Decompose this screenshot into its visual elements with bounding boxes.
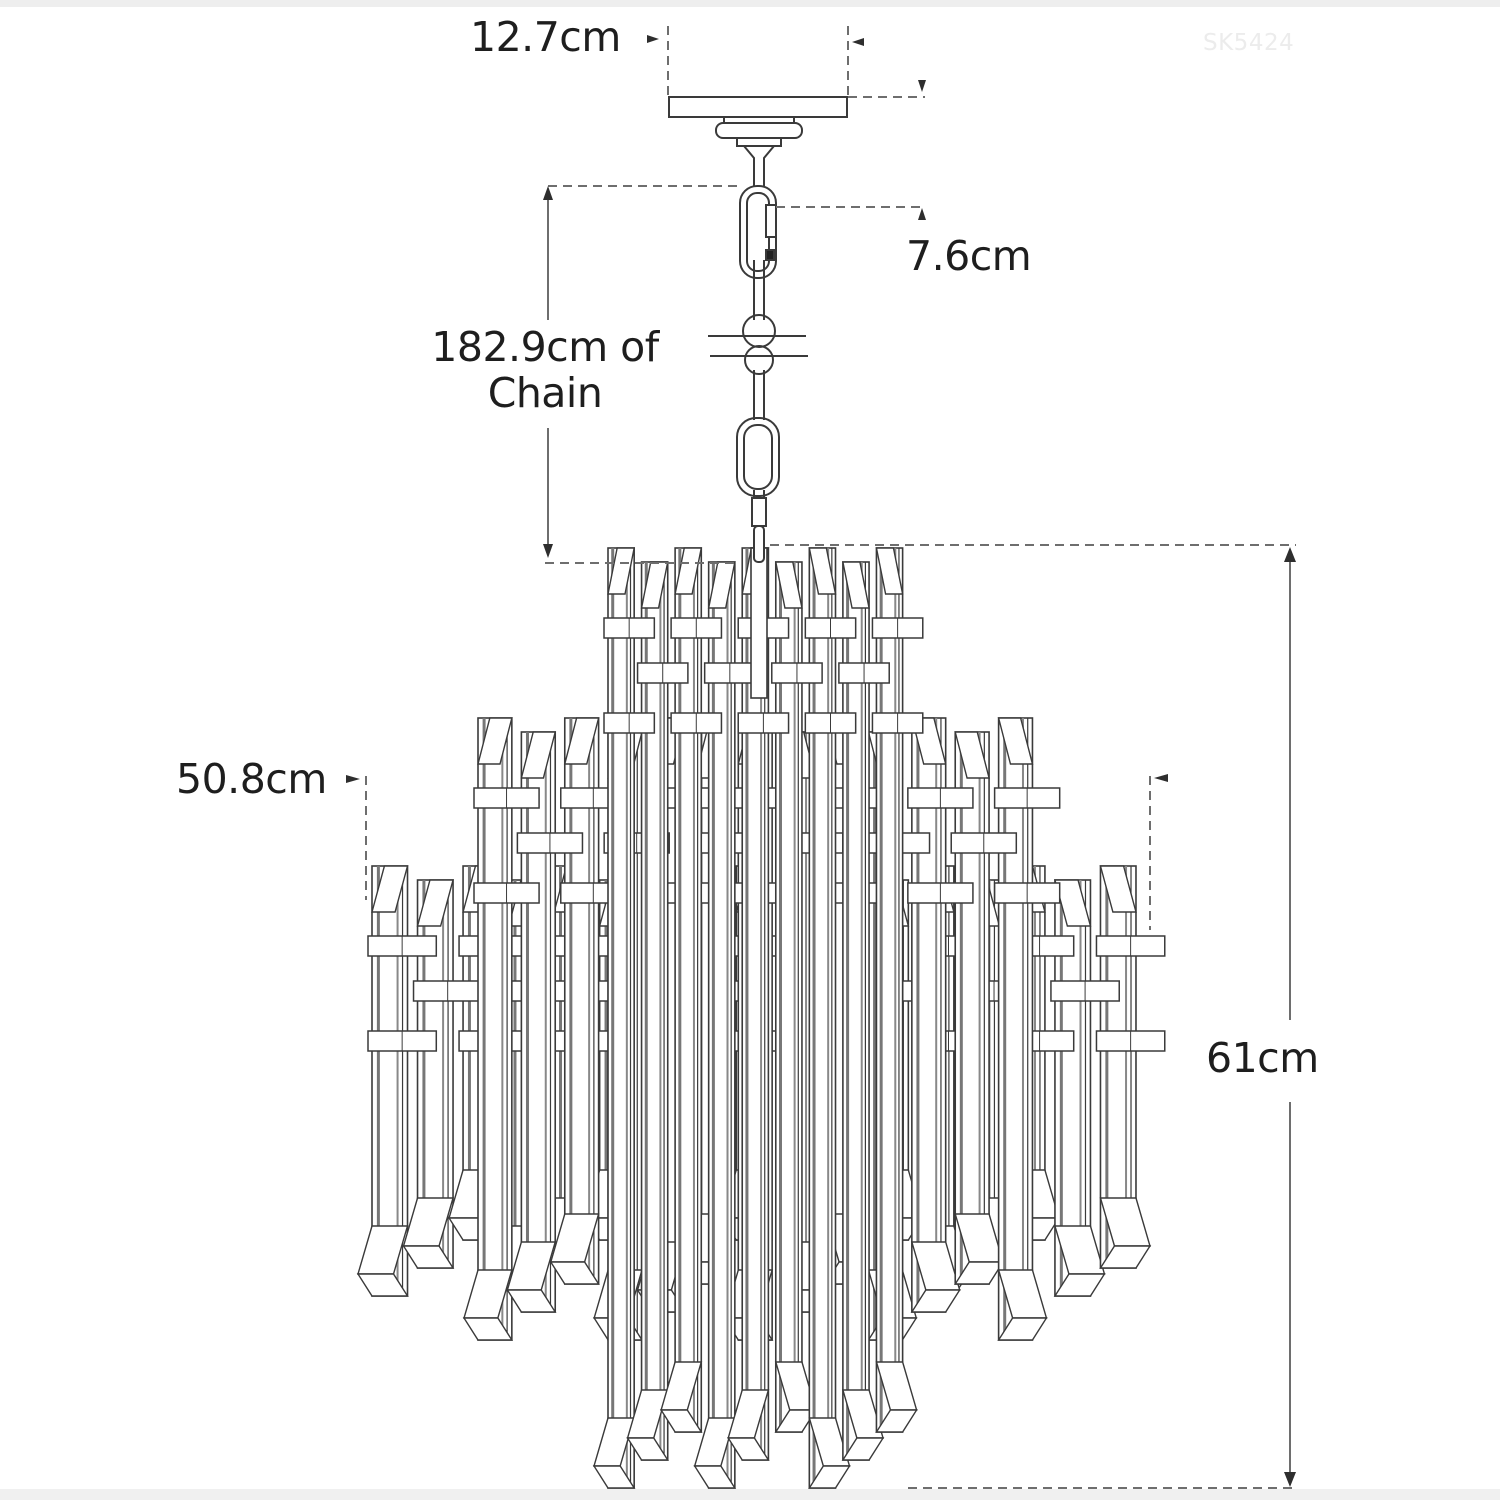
crystal-bar — [356, 865, 409, 1297]
fixture-height-label: 61cm — [1206, 1034, 1319, 1082]
bottom-border-band — [0, 1489, 1500, 1500]
arrow-right-icon — [647, 35, 659, 43]
model-number-watermark: SK5424 — [1203, 30, 1295, 56]
crystal-bar — [506, 731, 557, 1313]
dimension-arrows — [346, 35, 1296, 1487]
crystal-bar — [774, 561, 818, 1433]
chain — [708, 185, 808, 563]
arrow-down-icon — [918, 80, 926, 92]
crystal-bar — [1099, 865, 1152, 1269]
fixture-width-label: 50.8cm — [176, 755, 327, 803]
canopy-width-label: 12.7cm — [470, 13, 621, 61]
dimension-lines — [365, 26, 1296, 1489]
top-border-band — [0, 0, 1500, 7]
ceiling-canopy — [668, 96, 848, 186]
crystal-bar — [875, 547, 918, 1433]
tier-top — [592, 547, 924, 1489]
chain-length-line2: Chain — [487, 369, 603, 417]
canopy-drop-label: 7.6cm — [906, 232, 1032, 280]
center-rod — [750, 547, 768, 699]
crystal-bar — [462, 717, 514, 1341]
chain-length-line1: 182.9cm of — [431, 323, 659, 371]
arrow-up-icon — [1284, 547, 1296, 562]
crystal-fixture-body — [356, 547, 1166, 1489]
crystal-bar — [626, 561, 670, 1461]
arrow-left-icon — [852, 38, 864, 46]
crystal-bar — [841, 561, 885, 1461]
arrow-up-icon — [543, 186, 553, 200]
crystal-bar — [659, 547, 703, 1433]
crystal-bar — [997, 717, 1048, 1341]
arrow-down-icon — [1284, 1472, 1296, 1487]
arrow-up-icon — [918, 208, 926, 220]
crystal-bar — [910, 717, 961, 1313]
arrow-right-icon — [346, 775, 360, 783]
crystal-bar — [808, 547, 851, 1489]
chain-length-label: 182.9cm of Chain — [420, 324, 670, 416]
arrow-down-icon — [543, 544, 553, 558]
crystal-bar — [953, 731, 1005, 1285]
crystal-bar — [549, 717, 600, 1285]
crystal-bar — [726, 547, 770, 1461]
arrow-left-icon — [1154, 774, 1168, 782]
crystal-bar — [592, 547, 636, 1489]
